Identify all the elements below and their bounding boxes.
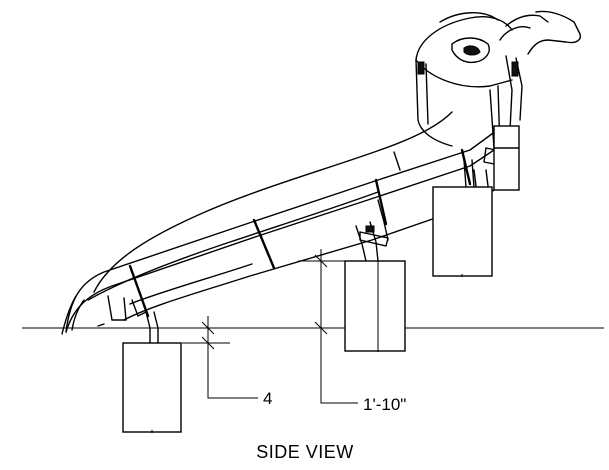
footing-right — [432, 125, 520, 277]
dimension-label-post-footing-height: 1'-10" — [363, 395, 406, 414]
dimension-post-footing-height: 1'-10" — [298, 249, 406, 414]
footing-middle — [344, 199, 406, 352]
footing-left — [122, 311, 182, 433]
slide-assembly — [61, 10, 582, 335]
dimension-label-footing-depth: 4 — [263, 389, 272, 408]
dimension-footing-depth: 4 — [182, 316, 272, 408]
view-title: SIDE VIEW — [256, 442, 354, 462]
